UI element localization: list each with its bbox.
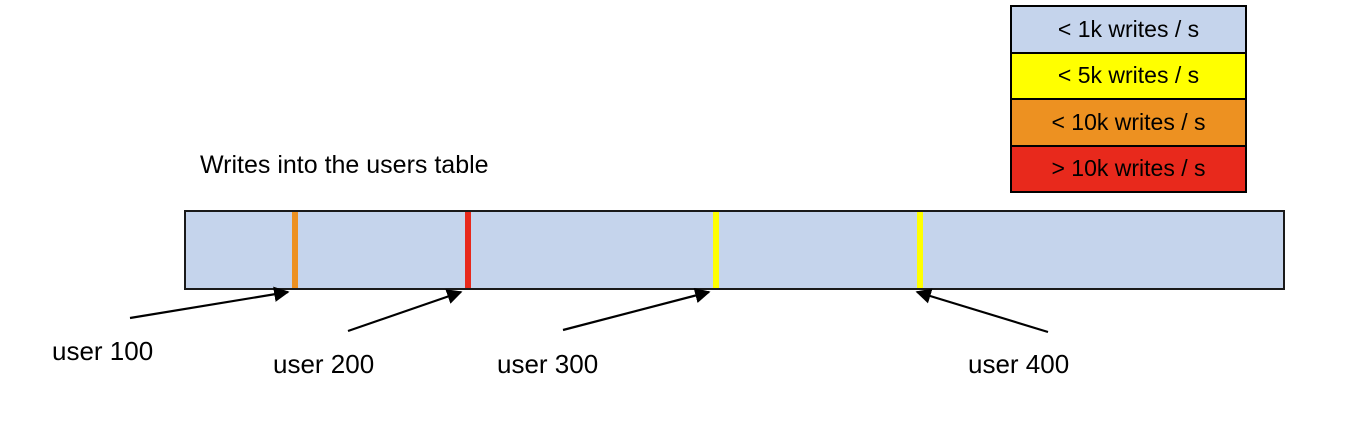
- legend-label-lt-5k: < 5k writes / s: [1057, 62, 1200, 89]
- legend-row-lt-5k: < 5k writes / s: [1012, 53, 1245, 100]
- boundary-marker-user-100: [292, 212, 299, 288]
- legend: < 1k writes / s < 5k writes / s < 10k wr…: [1010, 5, 1247, 193]
- legend-label-lt-10k: < 10k writes / s: [1051, 108, 1206, 135]
- chart-title: Writes into the users table: [200, 151, 489, 179]
- legend-row-gt-10k: > 10k writes / s: [1012, 146, 1245, 191]
- callout-label-user-100: user 100: [52, 336, 154, 366]
- boundary-marker-user-300: [712, 212, 719, 288]
- callout-label-user-200: user 200: [273, 349, 375, 379]
- legend-label-gt-10k: > 10k writes / s: [1051, 155, 1206, 182]
- boundary-marker-user-200: [464, 212, 471, 288]
- arrow-user-100: [129, 286, 290, 320]
- arrow-user-300: [562, 288, 711, 332]
- bar-segment-0: [186, 212, 1283, 288]
- legend-row-lt-10k: < 10k writes / s: [1012, 100, 1245, 147]
- users-table-bar: [184, 210, 1285, 290]
- boundary-marker-user-400: [917, 212, 924, 288]
- arrow-user-200: [347, 289, 463, 333]
- arrow-user-400: [915, 288, 1049, 334]
- callout-label-user-300: user 300: [497, 349, 599, 379]
- legend-row-lt-1k: < 1k writes / s: [1012, 7, 1245, 54]
- callout-label-user-400: user 400: [968, 349, 1070, 379]
- legend-label-lt-1k: < 1k writes / s: [1057, 15, 1200, 42]
